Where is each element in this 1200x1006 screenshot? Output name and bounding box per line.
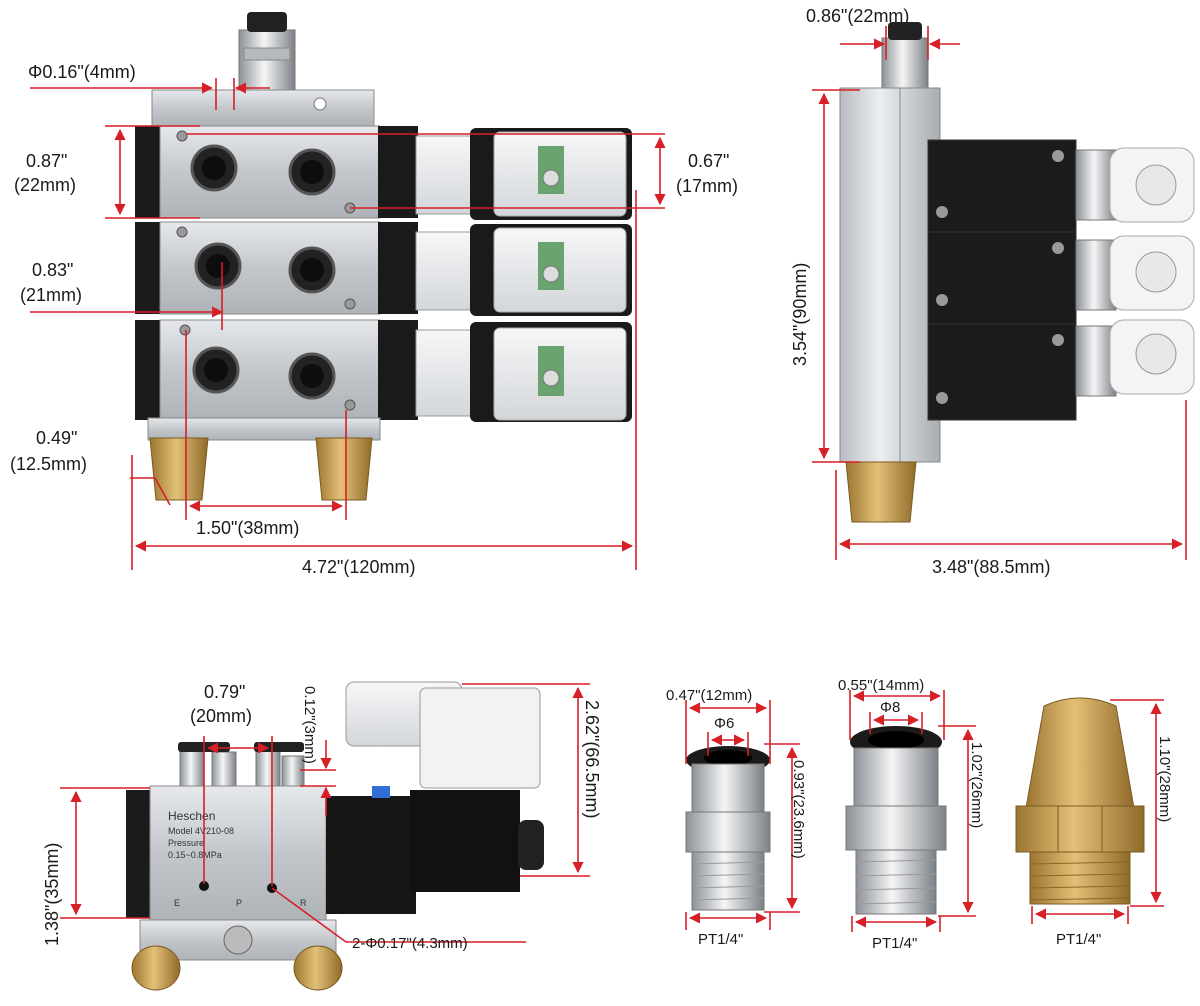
- fitting-8mm-thread-label: PT1/4": [872, 935, 917, 952]
- valve-model-line: Model 4V210-08: [168, 826, 234, 836]
- fitting-8mm-outer-label: 0.55"(14mm): [838, 677, 924, 694]
- brass-muffler-left: [149, 437, 209, 501]
- valve-range-line: 0.15~0.8MPa: [168, 850, 222, 860]
- valve-row-3: [135, 319, 632, 422]
- top-push-fitting: [238, 12, 296, 93]
- offset-label: 0.12"(3mm): [301, 686, 318, 764]
- mid-height-in-label: 0.83": [32, 260, 73, 280]
- port-letter-r: R: [300, 898, 307, 908]
- coil-height-in-label: 0.67": [688, 151, 729, 171]
- muffler-offset-mm-label: (12.5mm): [10, 454, 87, 474]
- valve-muffler-left: [131, 945, 181, 991]
- side-width-label: 3.48"(88.5mm): [932, 557, 1050, 577]
- manifold-plate: [151, 89, 375, 127]
- top-height-mm-label: (22mm): [14, 175, 76, 195]
- valve-muffler-right: [293, 945, 343, 991]
- port-diameter-label: Φ0.16"(4mm): [28, 62, 136, 82]
- valve-total-height-label: 2.62"(66.5mm): [582, 700, 602, 818]
- valve-brand: Heschen: [168, 809, 215, 823]
- total-length-label: 4.72"(120mm): [302, 557, 415, 577]
- front-dimension-lines: [30, 78, 666, 570]
- muffler-offset-in-label: 0.49": [36, 428, 77, 448]
- port-spacing-mm-label: (20mm): [190, 706, 252, 726]
- mid-height-mm-label: (21mm): [20, 285, 82, 305]
- side-top-fitting: [881, 22, 929, 91]
- fitting-8mm-height-label: 1.02"(26mm): [968, 742, 985, 828]
- muffler-thread-label: PT1/4": [1056, 931, 1101, 948]
- fitting-6mm-height-label: 0.93"(23.6mm): [790, 760, 807, 859]
- coil-height-mm-label: (17mm): [676, 176, 738, 196]
- top-height-in-label: 0.87": [26, 151, 67, 171]
- brass-muffler-right: [315, 437, 373, 501]
- valve-body-height-label: 1.38"(35mm): [42, 843, 62, 946]
- port-letter-p: P: [236, 898, 242, 908]
- fitting-6mm-outer-label: 0.47"(12mm): [666, 687, 752, 704]
- mount-holes-label: 2-Φ0.17"(4.3mm): [352, 935, 468, 952]
- side-coil-2: [927, 231, 1195, 325]
- fitting-6mm-thread-label: PT1/4": [698, 931, 743, 948]
- side-view: 0.86"(22mm) 3.54"(90mm) 3.48"(88.5mm): [790, 6, 1195, 577]
- front-view: Φ0.16"(4mm) 0.87" (22mm) 0.67" (17mm) 0.…: [10, 12, 738, 577]
- side-height-label: 3.54"(90mm): [790, 263, 810, 366]
- port-letter-e: E: [174, 898, 180, 908]
- side-coil-3: [927, 319, 1195, 421]
- fitting-8mm: 0.55"(14mm) Φ8 1.02"(26mm) PT1/4": [838, 677, 985, 952]
- valve-row-1: [135, 125, 632, 220]
- muffler-height-label: 1.10"(28mm): [1156, 736, 1173, 822]
- valve-row-2: [135, 221, 632, 316]
- side-coil-1: [927, 139, 1195, 233]
- valve-pressure-line: Pressure: [168, 838, 204, 848]
- valve-view: Heschen Model 4V210-08 Pressure 0.15~0.8…: [42, 681, 602, 991]
- port-spacing-in-label: 0.79": [204, 682, 245, 702]
- muffler-fitting: 1.10"(28mm) PT1/4": [1015, 697, 1173, 948]
- muffler-spacing-label: 1.50"(38mm): [196, 518, 299, 538]
- fitting-6mm-inner-label: Φ6: [714, 715, 734, 732]
- fitting-8mm-inner-label: Φ8: [880, 699, 900, 716]
- valve-dimension-lines: [60, 683, 590, 943]
- side-top-width-label: 0.86"(22mm): [806, 6, 909, 26]
- fitting-6mm: 0.47"(12mm) Φ6 0.93"(23.6mm) PT1/4": [666, 687, 807, 948]
- side-dimension-lines: [812, 26, 1187, 560]
- side-manifold: [839, 87, 941, 463]
- side-muffler: [845, 461, 917, 523]
